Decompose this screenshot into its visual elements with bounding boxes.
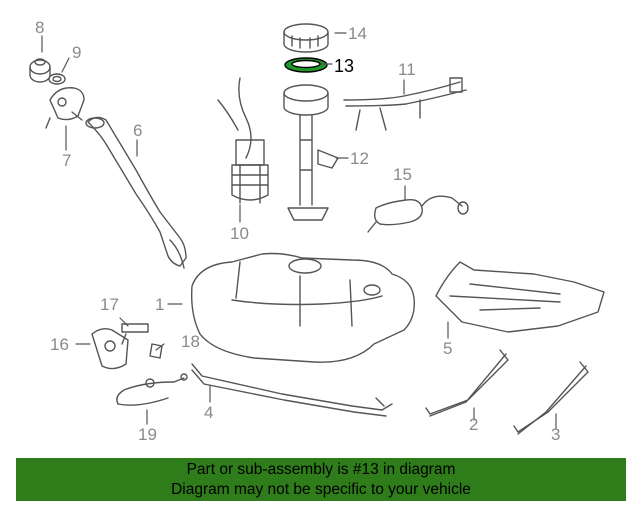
part-19-sensor[interactable] — [116, 373, 188, 406]
callout-8: 8 — [35, 18, 45, 37]
part-12-sender-unit[interactable] — [283, 84, 339, 221]
part-3-strap[interactable] — [513, 361, 589, 435]
callout-13: 13 — [334, 56, 355, 76]
banner-line-1: Part or sub-assembly is #13 in diagram — [186, 461, 456, 478]
callout-17: 17 — [100, 295, 119, 314]
callout-9: 9 — [72, 43, 82, 62]
leader-lines — [41, 32, 557, 429]
part-11-wiring-harness[interactable] — [343, 77, 467, 131]
callout-18: 18 — [181, 332, 200, 351]
part-9-seal[interactable] — [48, 73, 66, 85]
part-13-gasket[interactable] — [284, 57, 328, 73]
callout-4: 4 — [204, 403, 214, 422]
callout-11: 11 — [398, 60, 416, 79]
callout-10: 10 — [230, 224, 249, 243]
part-5-heat-shield[interactable] — [435, 261, 605, 333]
callout-14: 14 — [348, 24, 367, 43]
part-10-fuel-pump[interactable] — [217, 77, 269, 204]
part-15-fuel-filter[interactable] — [367, 195, 469, 233]
banner-line-2: Diagram may not be specific to your vehi… — [171, 481, 471, 498]
callout-7: 7 — [62, 151, 72, 170]
info-banner: Part or sub-assembly is #13 in diagram D… — [16, 458, 626, 501]
callout-16: 16 — [50, 335, 69, 354]
part-6-filler-pipe[interactable] — [85, 116, 187, 269]
callout-3: 3 — [551, 425, 561, 444]
part-1-fuel-tank[interactable] — [190, 252, 415, 363]
part-4-strap[interactable] — [191, 363, 393, 417]
part-8-cap[interactable] — [29, 58, 51, 83]
callout-12: 12 — [350, 149, 369, 168]
part-7-filler-housing[interactable] — [45, 87, 85, 129]
parts-diagram — [29, 23, 605, 435]
callout-1: 1 — [155, 295, 165, 314]
part-18-valve[interactable] — [149, 343, 163, 359]
callout-2: 2 — [469, 415, 479, 434]
part-14-lock-ring[interactable] — [283, 23, 329, 53]
part-16-valve[interactable] — [91, 327, 129, 370]
callout-6: 6 — [133, 121, 143, 140]
callout-19: 19 — [138, 425, 157, 444]
callout-15: 15 — [393, 165, 412, 184]
callout-5: 5 — [443, 339, 453, 358]
part-2-strap[interactable] — [425, 349, 509, 417]
part-17-connector[interactable] — [121, 323, 149, 345]
